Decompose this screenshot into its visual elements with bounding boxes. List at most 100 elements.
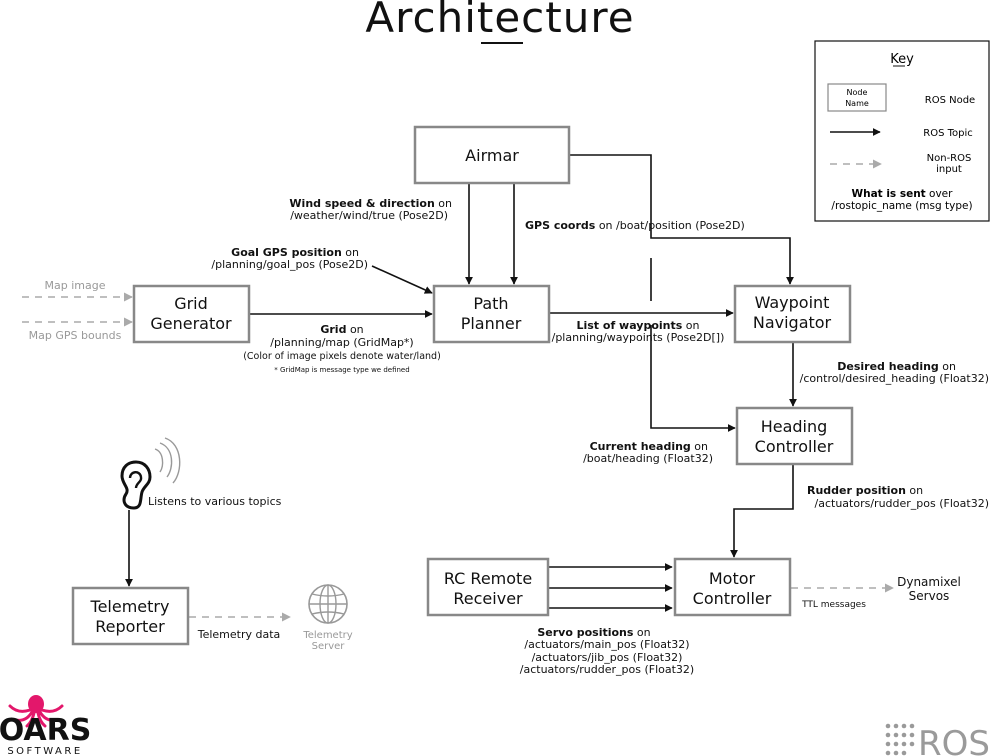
label-rudder: Rudder position on (807, 484, 923, 497)
node-heading-controller-line2: Controller (755, 437, 834, 456)
node-telemetry-reporter: Telemetry Reporter (71, 586, 190, 646)
edge-airmar-gps-navigator (570, 154, 794, 285)
legend-key: Key Node Name ROS Node ROS Topic Non-ROS… (814, 40, 990, 222)
label-goal-rest: on (342, 246, 359, 259)
label-grid-line4: * GridMap is message type we defined (274, 366, 409, 374)
label-listens: Listens to various topics (148, 495, 282, 508)
oars-software: SOFTWARE (7, 746, 82, 756)
ros-wordmark: ROS (918, 724, 990, 756)
label-grid-line3: (Color of image pixels denote water/land… (243, 351, 441, 362)
key-non-ros-label-line2: input (936, 164, 962, 175)
label-rudder-rest: on (906, 484, 923, 497)
node-waypoint-navigator-line2: Navigator (753, 313, 832, 332)
label-gps-rest: on /boat/position (Pose2D) (595, 219, 744, 232)
label-waypoints: List of waypoints on (576, 319, 699, 332)
key-ros-topic-label: ROS Topic (923, 128, 973, 139)
node-grid-generator: Grid Generator (132, 284, 251, 344)
label-servo-bold: Servo positions (537, 626, 634, 639)
key-title: Key (890, 52, 914, 67)
label-dynamixel-line1: Dynamixel (897, 575, 961, 589)
label-gps: GPS coords on /boat/position (Pose2D) (525, 219, 745, 232)
label-telemetry-server-line2: Server (312, 641, 346, 652)
label-map-image: Map image (45, 279, 106, 292)
label-wind-bold: Wind speed & direction (289, 197, 434, 210)
label-goal-bold: Goal GPS position (231, 246, 342, 259)
label-desired-line2: /control/desired_heading (Float32) (800, 372, 989, 385)
label-desired-bold: Desired heading (837, 360, 939, 373)
label-wind-line2: /weather/wind/true (Pose2D) (290, 209, 448, 222)
label-current-bold: Current heading (590, 440, 691, 453)
key-node-sample (827, 83, 887, 112)
node-motor-controller: Motor Controller (673, 557, 792, 617)
ros-dots-icon (885, 723, 915, 756)
node-motor-controller-line2: Controller (693, 589, 772, 608)
node-motor-controller-line1: Motor (709, 569, 756, 588)
key-what-sent: What is sent over (852, 188, 954, 200)
label-goal-line2: /planning/goal_pos (Pose2D) (211, 258, 368, 271)
node-path-planner-line2: Planner (461, 314, 522, 333)
label-goal: Goal GPS position on (231, 246, 359, 259)
octopus-icon (8, 695, 64, 728)
edges (22, 154, 894, 622)
label-waypoints-line2: /planning/waypoints (Pose2D[]) (552, 331, 725, 344)
label-servo-line4: /actuators/rudder_pos (Float32) (520, 663, 694, 676)
label-dynamixel-line2: Servos (909, 589, 950, 603)
label-grid-rest: on (346, 323, 363, 336)
key-what-sent-bold: What is sent (852, 188, 926, 200)
oars-logo: OARS SOFTWARE (0, 695, 91, 756)
ros-logo: ROS (885, 723, 990, 756)
label-wind: Wind speed & direction on (289, 197, 452, 210)
key-node-sample-line1: Node (847, 88, 868, 97)
label-servo-rest: on (633, 626, 650, 639)
node-path-planner-line1: Path (473, 294, 508, 313)
node-rc-remote-line1: RC Remote (444, 569, 532, 588)
ear-icon (120, 460, 152, 510)
node-heading-controller-line1: Heading (761, 417, 828, 436)
node-rc-remote-line2: Receiver (453, 589, 523, 608)
key-ros-node-label: ROS Node (925, 95, 975, 106)
label-current-rest: on (691, 440, 708, 453)
label-waypoints-bold: List of waypoints (576, 319, 682, 332)
node-heading-controller: Heading Controller (735, 406, 854, 466)
edge-goal-gps (371, 265, 433, 294)
page-title: Architecture (365, 0, 634, 42)
label-servo-line2: /actuators/main_pos (Float32) (524, 638, 689, 651)
label-rudder-bold: Rudder position (807, 484, 906, 497)
label-rudder-line2: /actuators/rudder_pos (Float32) (815, 497, 989, 510)
label-map-gps: Map GPS bounds (29, 329, 122, 342)
label-grid-bold: Grid (320, 323, 346, 336)
oars-wordmark: OARS (0, 713, 91, 748)
node-waypoint-navigator: Waypoint Navigator (733, 284, 852, 344)
node-path-planner: Path Planner (432, 284, 551, 344)
edge-rudder (730, 465, 794, 558)
node-telemetry-reporter-line2: Reporter (95, 617, 165, 636)
label-desired-rest: on (939, 360, 956, 373)
label-current: Current heading on (590, 440, 708, 453)
label-telemetry-data: Telemetry data (197, 628, 281, 641)
key-non-ros-label-line1: Non-ROS (927, 153, 972, 164)
label-gps-bold: GPS coords (525, 219, 596, 232)
globe-icon (308, 584, 348, 624)
node-airmar: Airmar (413, 125, 571, 185)
label-desired: Desired heading on (837, 360, 956, 373)
label-servo-line3: /actuators/jib_pos (Float32) (532, 651, 683, 664)
node-grid-generator-line1: Grid (174, 294, 208, 313)
label-current-line2: /boat/heading (Float32) (583, 452, 713, 465)
edge-labels: Wind speed & direction on /weather/wind/… (29, 197, 989, 676)
label-servo: Servo positions on (537, 626, 650, 639)
label-grid: Grid on (320, 323, 363, 336)
key-what-sent-line2: /rostopic_name (msg type) (831, 200, 972, 212)
label-waypoints-rest: on (682, 319, 699, 332)
label-grid-line2: /planning/map (GridMap*) (270, 336, 413, 349)
label-wind-rest: on (435, 197, 452, 210)
node-grid-generator-line2: Generator (150, 314, 232, 333)
sound-waves-icon (154, 437, 181, 484)
node-telemetry-reporter-line1: Telemetry (90, 597, 170, 616)
node-waypoint-navigator-line1: Waypoint (755, 293, 830, 312)
node-airmar-label: Airmar (465, 146, 519, 165)
edge-current-heading (650, 258, 735, 428)
key-node-sample-line2: Name (845, 99, 869, 108)
label-telemetry-server-line1: Telemetry (302, 630, 352, 641)
node-rc-remote-receiver: RC Remote Receiver (426, 557, 550, 617)
